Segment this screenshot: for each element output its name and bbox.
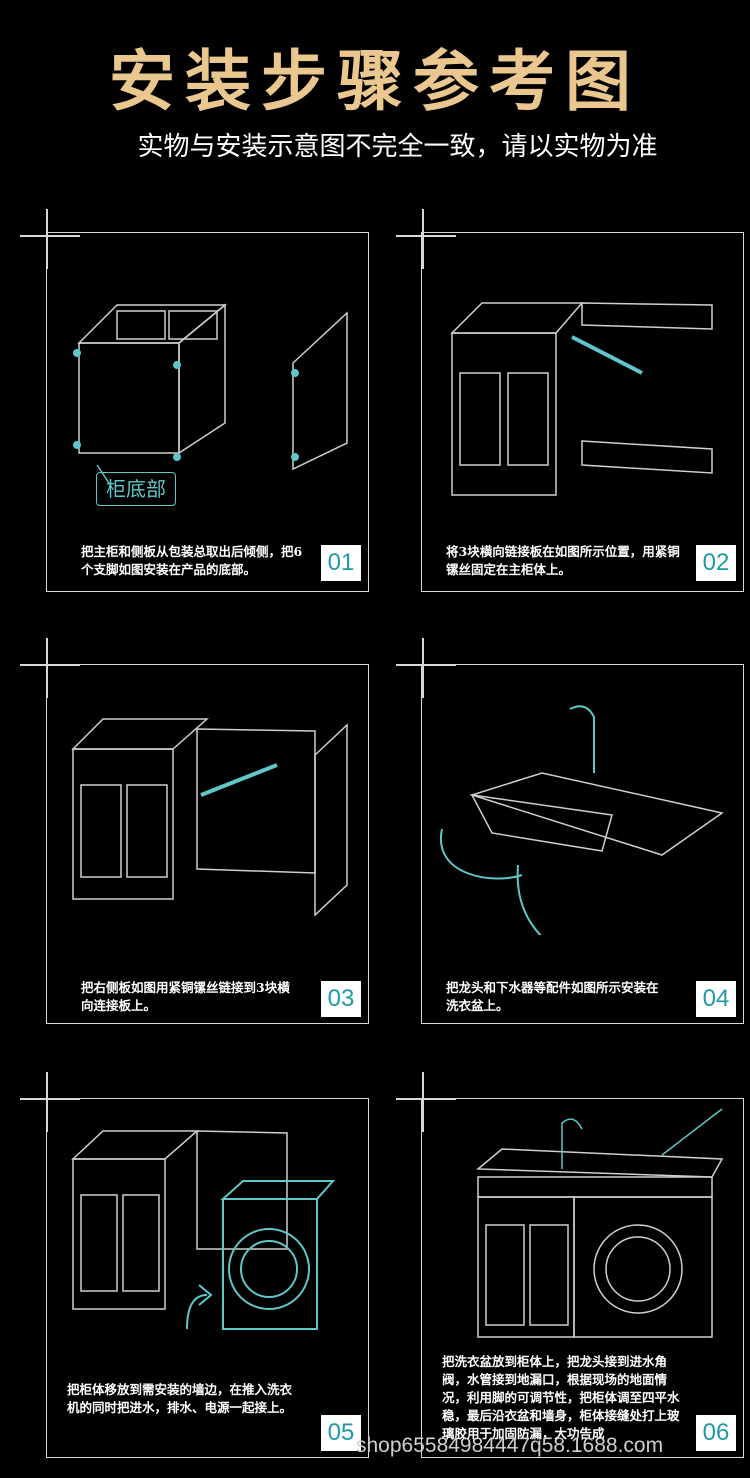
- cabinet-bottom-label: 柜底部: [96, 472, 176, 506]
- page-subtitle: 实物与安装示意图不完全一致，请以实物为准: [137, 132, 658, 162]
- shop-watermark: shop65584984447q58.1688.com: [356, 1434, 664, 1457]
- step-number: 02: [696, 545, 736, 581]
- step-caption: 把柜体移放到需安装的墙边，在推入洗衣机的同时把进水，排水、电源一起接上。: [67, 1382, 293, 1415]
- basin-faucet-illustration: [439, 705, 724, 935]
- step-panel-6: 把洗衣盆放到柜体上，把龙头接到进水角阀，水管接到地漏口，根据现场的地面情况，利用…: [421, 1098, 744, 1458]
- cabinet-base-illustration: [73, 303, 348, 484]
- side-panel-illustration: [71, 718, 348, 917]
- step-caption: 将3块横向链接板在如图所示位置，用紧铜镙丝固定在主柜体上。: [446, 544, 680, 577]
- step-number: 04: [696, 981, 736, 1017]
- step-panel-4: 把龙头和下水器等配件如图所示安装在洗衣盆上。 04: [421, 664, 744, 1024]
- step-caption: 把右侧板如图用紧铜镙丝链接到3块横向连接板上。: [81, 980, 290, 1013]
- step-caption: 把龙头和下水器等配件如图所示安装在洗衣盆上。: [446, 980, 659, 1013]
- washing-machine-push-illustration: [71, 1130, 336, 1330]
- connector-plate-illustration: [450, 302, 713, 496]
- step-caption: 把洗衣盆放到柜体上，把龙头接到进水角阀，水管接到地漏口，根据现场的地面情况，利用…: [442, 1354, 680, 1441]
- finished-assembly-illustration: [476, 1108, 724, 1338]
- step-number: 01: [321, 545, 361, 581]
- step-caption: 把主柜和侧板从包装总取出后倾侧，把6个支脚如图安装在产品的底部。: [81, 544, 303, 577]
- step-number: 06: [696, 1415, 736, 1451]
- step-panel-5: 把柜体移放到需安装的墙边，在推入洗衣机的同时把进水，排水、电源一起接上。 05: [46, 1098, 369, 1458]
- page-title: 安装步骤参考图: [109, 43, 641, 120]
- step-number: 05: [321, 1415, 361, 1451]
- step-number: 03: [321, 981, 361, 1017]
- step-panel-3: 把右侧板如图用紧铜镙丝链接到3块横向连接板上。 03: [46, 664, 369, 1024]
- step-panel-2: 将3块横向链接板在如图所示位置，用紧铜镙丝固定在主柜体上。 02: [421, 232, 744, 592]
- step-panel-1: 把主柜和侧板从包装总取出后倾侧，把6个支脚如图安装在产品的底部。 01: [46, 232, 369, 592]
